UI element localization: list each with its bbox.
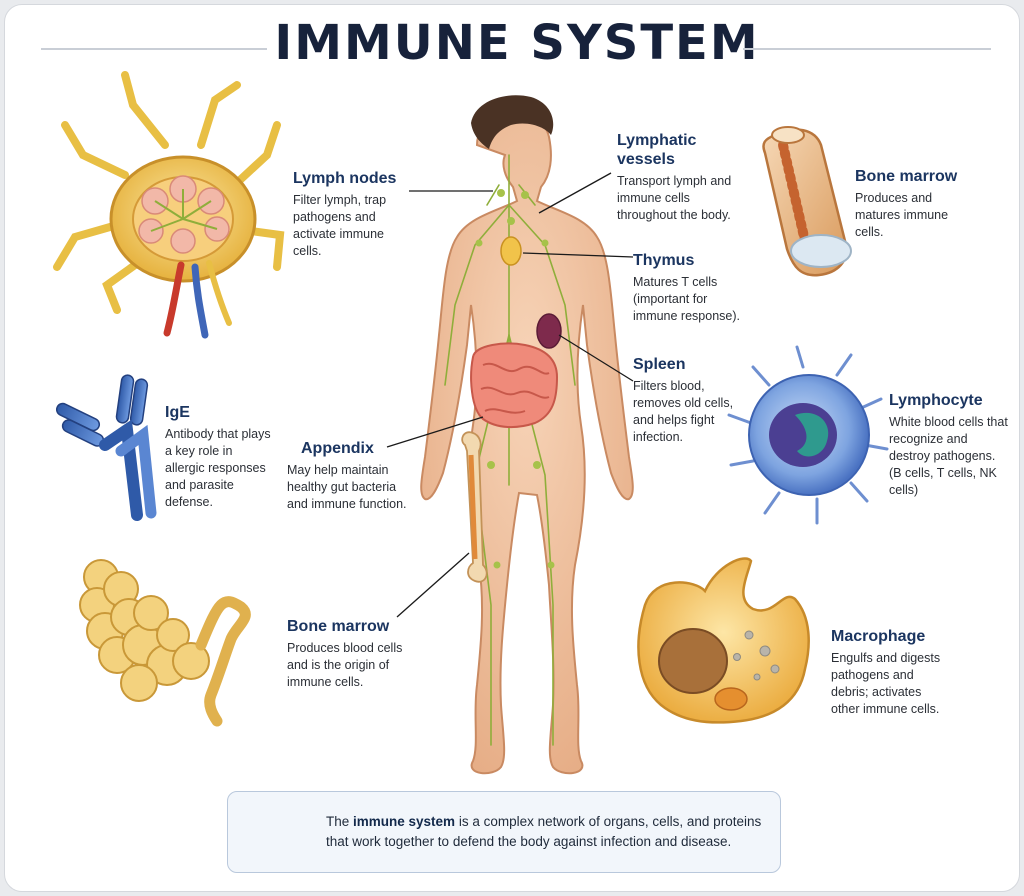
summary-rest: is a complex network of organs, cells, a…: [326, 814, 762, 849]
callout-ige: IgE Antibody that plays a key role in al…: [165, 403, 271, 511]
callout-lymphatic-vessels-title: Lymphatic vessels: [617, 132, 697, 168]
callout-spleen-desc: Filters blood, removes old cells, and he…: [633, 379, 734, 444]
callout-bone-marrow-top-desc: Produces and matures immune cells.: [855, 191, 949, 239]
summary-prefix: The: [326, 814, 354, 829]
summary-highlight: immune system: [353, 814, 456, 829]
pointer-lines: [386, 172, 634, 618]
callout-spleen-title: Spleen: [633, 356, 686, 373]
callout-lymphocyte-title: Lymphocyte: [889, 392, 983, 409]
callout-lymph-nodes-title: Lymph nodes: [293, 170, 397, 187]
summary-box: The immune system is a complex network o…: [227, 791, 781, 873]
lymphocyte-illustration: [727, 345, 889, 525]
callout-macrophage-title: Macrophage: [831, 628, 926, 645]
callout-lymphocyte-desc: White blood cells that recognize and des…: [889, 415, 1008, 497]
ige-antibody-illustration: [55, 374, 157, 521]
macrophage-illustration: [637, 557, 810, 724]
callout-appendix-title: Appendix: [301, 440, 374, 457]
title-rule-right: [743, 48, 991, 50]
callout-ige-desc: Antibody that plays a key role in allerg…: [165, 427, 271, 509]
callout-bone-marrow-leg-title: Bone marrow: [287, 618, 390, 635]
human-body-illustration: [420, 95, 634, 775]
callout-bone-marrow-top: Bone marrow Produces and matures immune …: [855, 167, 975, 241]
summary-text: The immune system is a complex network o…: [326, 812, 766, 852]
callout-lymph-nodes: Lymph nodes Filter lymph, trap pathogens…: [293, 169, 413, 260]
illustration: [53, 71, 889, 859]
callout-thymus-desc: Matures T cells (important for immune re…: [633, 275, 740, 323]
callout-appendix: Appendix May help maintain healthy gut b…: [287, 439, 411, 513]
bone-marrow-illustration: [762, 126, 852, 277]
page-title: IMMUNE SYSTEM: [274, 15, 760, 71]
title-rule-left: [41, 48, 267, 50]
callout-thymus-title: Thymus: [633, 252, 695, 269]
callout-macrophage: Macrophage Engulfs and digests pathogens…: [831, 627, 951, 718]
callout-appendix-desc: May help maintain healthy gut bacteria a…: [287, 463, 407, 511]
callout-bone-marrow-top-title: Bone marrow: [855, 168, 958, 185]
callout-lymphocyte: Lymphocyte White blood cells that recogn…: [889, 391, 1009, 499]
lymph-node-illustration: [53, 71, 285, 339]
callout-macrophage-desc: Engulfs and digests pathogens and debris…: [831, 651, 941, 716]
callout-lymph-nodes-desc: Filter lymph, trap pathogens and activat…: [293, 193, 387, 258]
callout-bone-marrow-leg-desc: Produces blood cells and is the origin o…: [287, 641, 403, 689]
callout-spleen: Spleen Filters blood, removes old cells,…: [633, 355, 745, 446]
callout-bone-marrow-leg: Bone marrow Produces blood cells and is …: [287, 617, 405, 691]
callout-lymphatic-vessels-desc: Transport lymph and immune cells through…: [617, 174, 732, 222]
callout-thymus: Thymus Matures T cells (important for im…: [633, 251, 753, 325]
callout-lymphatic-vessels: Lymphatic vessels Transport lymph and im…: [617, 131, 747, 224]
appendix-illustration: [79, 559, 251, 727]
callout-ige-title: IgE: [165, 404, 190, 421]
infographic-card: IMMUNE SYSTEM: [4, 4, 1020, 892]
